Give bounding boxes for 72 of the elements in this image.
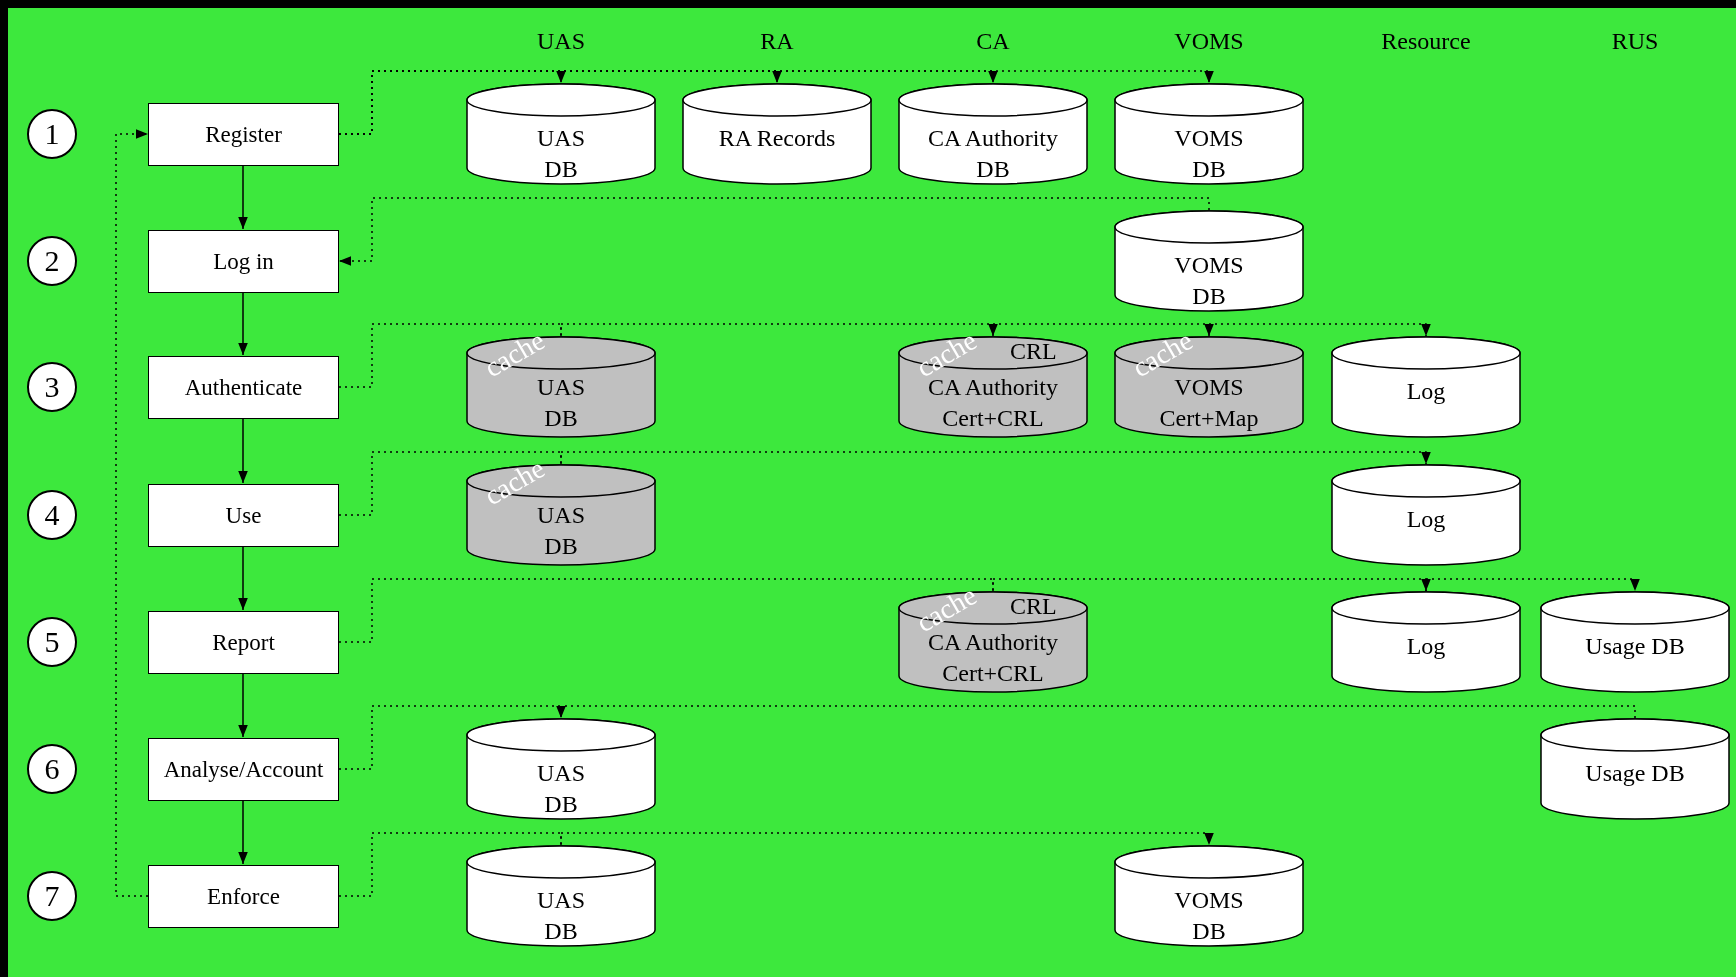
- connector-line: [338, 705, 562, 770]
- column-header: CA: [976, 28, 1010, 55]
- database-label: UAS DB: [537, 502, 586, 561]
- arrow: [992, 323, 1214, 337]
- database-label: Usage DB: [1584, 632, 1686, 661]
- database-cylinder: [1114, 336, 1304, 438]
- database-cylinder: [466, 845, 656, 947]
- arrow: [238, 673, 248, 738]
- database-cylinder: [1331, 591, 1521, 693]
- crl-label: CRL: [1010, 338, 1057, 364]
- database-cylinder: [1540, 718, 1730, 820]
- arrow: [1425, 578, 1640, 592]
- column-header: RUS: [1611, 28, 1659, 55]
- column-header: UAS: [537, 28, 585, 55]
- crl-label: CRL: [1010, 593, 1057, 619]
- database-cylinder: [1331, 464, 1521, 566]
- database-cylinder: [1540, 591, 1730, 693]
- database-cylinder: [898, 591, 1088, 693]
- process-box: Enforce: [148, 865, 339, 928]
- connector-line: [338, 832, 562, 897]
- database-label: UAS DB: [537, 374, 586, 433]
- process-box: Report: [148, 611, 339, 674]
- process-box: Use: [148, 484, 339, 547]
- arrow: [238, 292, 248, 356]
- arrow: [560, 323, 998, 337]
- connector-line: [338, 578, 994, 643]
- process-box: Analyse/Account: [148, 738, 339, 801]
- database-cylinder: [898, 83, 1088, 185]
- database-cylinder: [682, 83, 872, 185]
- database-label: CA Authority Cert+CRL: [928, 629, 1059, 688]
- database-label: VOMS DB: [1173, 124, 1245, 184]
- database-label: UAS DB: [536, 759, 586, 819]
- database-label: UAS DB: [536, 886, 586, 946]
- database-label: CA Authority Cert+CRL: [928, 374, 1059, 433]
- arrow: [238, 418, 248, 484]
- arrow: [238, 546, 248, 611]
- database-cylinder: [466, 83, 656, 185]
- database-cylinder: [1331, 336, 1521, 438]
- connector-line: [338, 323, 562, 388]
- arrow: [560, 451, 1431, 465]
- database-label: RA Records: [717, 124, 837, 153]
- database-cylinder: [466, 464, 656, 566]
- arrow: [992, 578, 1431, 592]
- arrow: [238, 165, 248, 230]
- arrow: [238, 800, 248, 865]
- database-label: CA Authority DB: [927, 124, 1059, 184]
- database-cylinder: [466, 718, 656, 820]
- process-box: Register: [148, 103, 339, 166]
- arrow: [338, 197, 1210, 266]
- database-label: VOMS DB: [1173, 251, 1245, 311]
- arrow: [115, 129, 149, 897]
- database-cylinder: [1114, 210, 1304, 312]
- process-box: Log in: [148, 230, 339, 293]
- database-label: VOMS Cert+Map: [1159, 374, 1260, 433]
- column-header: Resource: [1381, 28, 1471, 55]
- database-label: Usage DB: [1584, 759, 1686, 788]
- database-cylinder: [1114, 845, 1304, 947]
- process-box: Authenticate: [148, 356, 339, 419]
- arrow: [556, 705, 1636, 719]
- column-header: VOMS: [1174, 28, 1244, 55]
- database-cylinder: [898, 336, 1088, 438]
- database-label: VOMS DB: [1173, 886, 1245, 946]
- column-header: RA: [760, 28, 794, 55]
- arrow: [560, 832, 1214, 846]
- database-label: Log: [1405, 505, 1447, 534]
- database-cylinder: [466, 336, 656, 438]
- arrow: [1208, 323, 1431, 337]
- database-label: Log: [1405, 377, 1447, 406]
- database-label: UAS DB: [536, 124, 586, 184]
- database-label: Log: [1405, 632, 1447, 661]
- database-cylinder: [1114, 83, 1304, 185]
- connector-line: [338, 451, 562, 516]
